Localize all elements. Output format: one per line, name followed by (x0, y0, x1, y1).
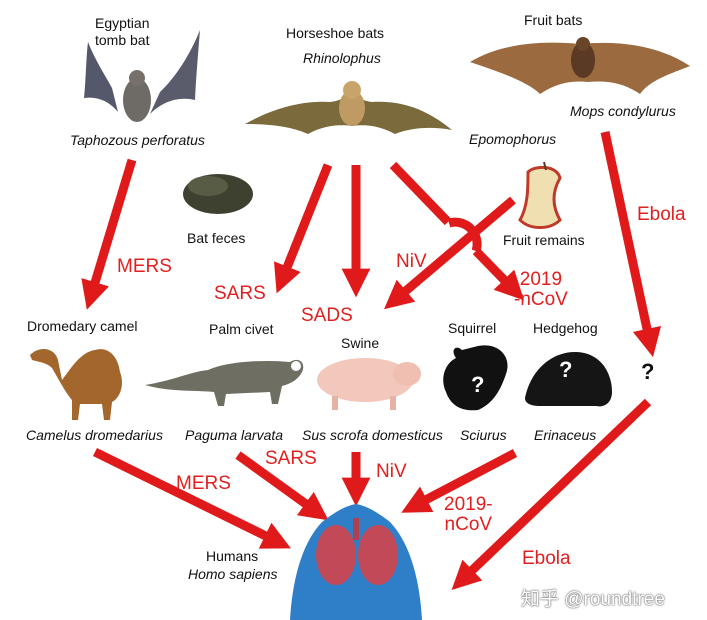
egyptian-bat-latin-label: Taphozous perforatus (70, 132, 205, 148)
hedgehog-common-label: Hedgehog (533, 320, 598, 336)
swine-latin-label: Sus scrofa domesticus (302, 427, 443, 443)
swine-common-label: Swine (341, 335, 380, 351)
virus-label-ebola-top: Ebola (637, 204, 686, 225)
arrow-mers-bat-to-camel (81, 158, 137, 310)
arrow-ebola-unknown-to-human (451, 398, 652, 590)
humans-latin-label: Homo sapiens (188, 566, 278, 582)
arrow-ncov-hedgehog-to-human (401, 449, 518, 513)
arrow-niv-fruit-to-swine (384, 196, 516, 310)
virus-label-ncov-top: 2019 -nCoV (514, 269, 568, 310)
virus-label-mers-top: MERS (117, 256, 172, 277)
virus-label-sars-bottom: SARS (265, 448, 317, 469)
fruit-bats-common-label: Fruit bats (524, 12, 583, 28)
camel-latin-label: Camelus dromedarius (26, 427, 163, 443)
horseshoe-bats-latin-label: Rhinolophus (303, 50, 381, 66)
squirrel-question-mark: ? (471, 372, 485, 397)
virus-label-sads: SADS (301, 305, 353, 326)
virus-label-ncov-bottom: 2019- nCoV (444, 494, 493, 535)
horseshoe-bats-common-label: Horseshoe bats (286, 25, 385, 41)
civet-common-label: Palm civet (209, 321, 274, 337)
arrow-ncov-bat-to-squirrel (389, 161, 514, 290)
virus-label-mers-bottom: MERS (176, 473, 231, 494)
camel-common-label: Dromedary camel (27, 318, 138, 334)
egyptian-bat-common-label: Egyptian tomb bat (95, 15, 150, 48)
hedgehog-question-mark: ? (559, 357, 573, 382)
arrow-crossing-hop (447, 217, 482, 253)
watermark: 知乎 @roundtree (521, 589, 665, 610)
squirrel-common-label: Squirrel (448, 320, 497, 336)
hedgehog-latin-label: Erinaceus (534, 427, 597, 443)
humans-common-label: Humans (206, 548, 259, 564)
unknown-host-question-mark: ? (641, 359, 655, 384)
virus-label-niv-top: NiV (396, 251, 427, 272)
civet-latin-label: Paguma larvata (185, 427, 284, 443)
arrow-ebola-to-unknown (600, 131, 662, 358)
virus-label-niv-bottom: NiV (376, 461, 407, 482)
fruit-remains-label: Fruit remains (503, 232, 585, 248)
squirrel-latin-label: Sciurus (460, 427, 507, 443)
bat-feces-label: Bat feces (187, 230, 246, 246)
arrow-sars-bat-to-civet (273, 163, 333, 294)
arrow-mers-camel-to-human (93, 447, 291, 549)
arrow-sars-civet-to-human (235, 451, 329, 521)
fruit-bats-latin-left-label: Epomophorus (469, 131, 557, 147)
virus-label-sars-top: SARS (214, 283, 266, 304)
fruit-bats-latin-right-label: Mops condylurus (570, 103, 676, 119)
virus-label-ebola-bottom: Ebola (522, 548, 571, 569)
